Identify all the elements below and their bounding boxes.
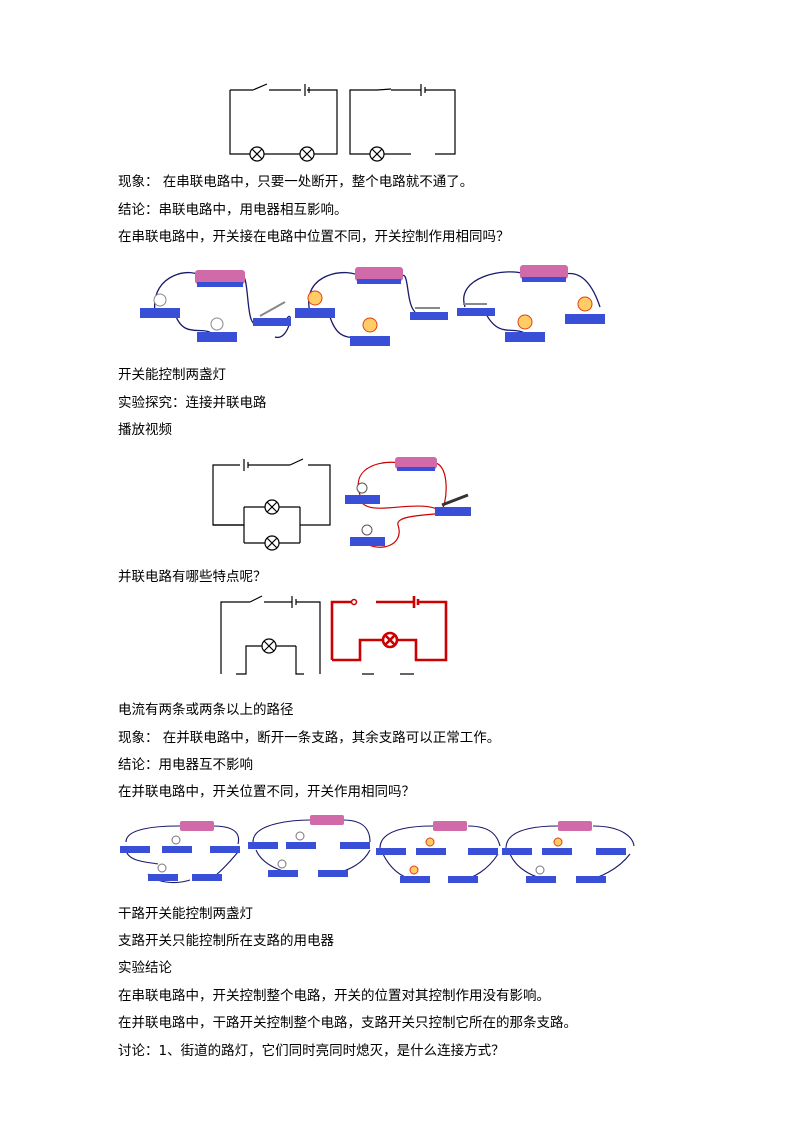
series-circuit-diagrams xyxy=(225,80,460,162)
text-line: 在串联电路中，开关接在电路中位置不同，开关控制作用相同吗？ xyxy=(118,229,510,245)
text-line: 在并联电路中，开关位置不同，开关作用相同吗？ xyxy=(118,784,415,800)
text-line: 现象： 在串联电路中，只要一处断开，整个电路就不通了。 xyxy=(118,174,474,190)
text-line: 讨论：1、街道的路灯，它们同时亮同时熄灭，是什么连接方式？ xyxy=(118,1043,505,1059)
text-line: 干路开关能控制两盏灯 xyxy=(118,906,253,922)
text-line: 播放视频 xyxy=(118,422,172,438)
text-line: 在并联电路中，干路开关控制整个电路，支路开关只控制它所在的那条支路。 xyxy=(118,1015,577,1031)
text-line: 结论：用电器互不影响 xyxy=(118,757,253,773)
series-real-circuit-photos xyxy=(135,262,615,357)
text-line: 实验结论 xyxy=(118,960,172,976)
text-line: 开关能控制两盏灯 xyxy=(118,367,226,383)
text-line: 支路开关只能控制所在支路的用电器 xyxy=(118,933,334,949)
parallel-switch-position-photos xyxy=(118,814,638,896)
text-line: 电流有两条或两条以上的路径 xyxy=(118,702,294,718)
parallel-circuit-figure xyxy=(210,455,480,557)
text-line: 现象： 在并联电路中，断开一条支路，其余支路可以正常工作。 xyxy=(118,730,501,746)
text-line: 实验探究：连接并联电路 xyxy=(118,395,267,411)
parallel-current-path-diagrams xyxy=(218,594,450,686)
text-line: 并联电路有哪些特点呢？ xyxy=(118,569,267,585)
text-line: 结论：串联电路中，用电器相互影响。 xyxy=(118,202,348,218)
text-line: 在串联电路中，开关控制整个电路，开关的位置对其控制作用没有影响。 xyxy=(118,988,550,1004)
